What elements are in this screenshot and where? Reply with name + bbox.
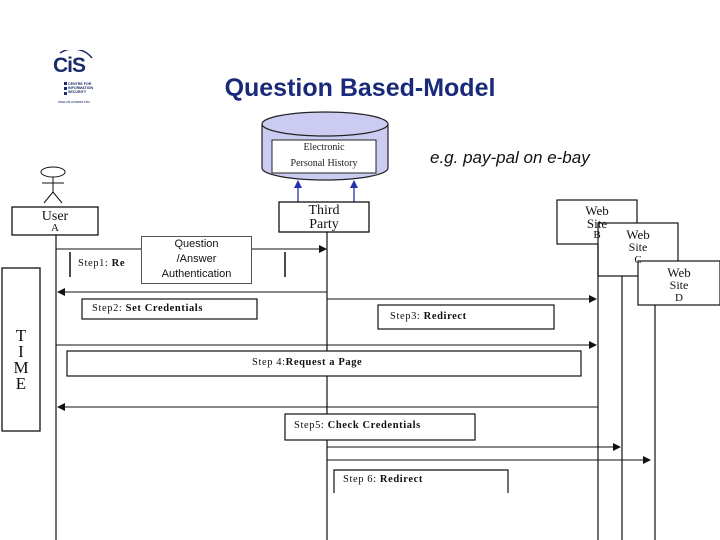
step2-box [81,298,258,320]
step5-label: Step5: Check Credentials [294,420,421,431]
step3-prefix: Step3: [390,311,424,322]
step4-label: Step 4:Request a Page [252,357,362,368]
web-site-b-label: Web Site B [557,204,637,241]
web-site-c-line1: Web [626,228,650,242]
time-letter-i: I [18,342,24,361]
logo-subtitle: CENTRE FOR INFORMATION SECURITY [68,82,94,95]
step1-box [69,252,286,277]
web-site-b-line2: Site [586,216,608,231]
qa-line3: Authentication [161,268,232,280]
web-site-c-label: Web Site C [598,228,678,274]
database-label-line2: Personal History [290,158,358,169]
time-letter-e: E [15,374,27,393]
step3-label: Step3: Redirect [390,311,467,322]
database-cylinder-icon [261,111,389,181]
time-axis-box [1,267,41,432]
step2-action: Set Credentials [125,303,204,314]
cis-logo: CiS CENTRE FOR INFORMATION SECURITY www.… [50,50,112,108]
third-party-label-line2: Party [309,217,339,232]
user-label: User A [12,210,98,234]
third-party-label: Third Party [279,204,369,232]
step1-label: Step1: Re [78,258,125,269]
step4-box [66,350,582,377]
user-label-line1: User [41,209,69,224]
step6-label: Step 6: Redirect [343,474,423,485]
step3-box [377,304,555,330]
slide-title: Question Based-Model [224,74,496,102]
web-site-b-line3: B [593,229,601,241]
step2-prefix: Step2: [92,303,126,314]
database-label: Electronic Personal History [272,140,376,172]
web-site-d-label: Web Site D [638,266,720,304]
web-site-d-box [637,260,720,306]
example-note: e.g. pay-pal on e-bay [430,148,590,167]
third-party-box-frame [278,201,370,233]
web-site-c-line2: Site [628,240,648,254]
step6-box [333,469,509,493]
step5-box [284,413,476,441]
logo-url: www.cis.umassd.edu [58,100,90,104]
web-site-b-line1: Web [585,203,609,218]
database-label-line1: Electronic [303,142,345,153]
step6-prefix: Step 6: [343,474,380,485]
logo-text: CiS [53,54,86,77]
step2-label: Step2: Set Credentials [92,303,203,314]
third-party-label-line1: Third [308,204,340,218]
step1-prefix: Step1: [78,258,112,269]
step4-action: Request a Page [285,357,363,368]
user-box [11,206,99,236]
logo-arc-icon [59,50,93,95]
web-site-d-line2: Site [669,278,689,292]
web-site-d-line3: D [675,292,683,304]
time-letter-t: T [15,326,27,345]
step4-prefix: Step 4: [252,357,286,368]
step1-action: Re [111,258,126,269]
step5-prefix: Step5: [294,420,328,431]
question-answer-box: Question /Answer Authentication [141,236,252,284]
time-letter-m: M [13,358,29,377]
qa-line2: /Answer [176,253,217,265]
user-stick-figure-icon [40,166,66,204]
step5-action: Check Credentials [327,420,421,431]
step3-action: Redirect [423,311,467,322]
web-site-c-line3: C [634,254,642,266]
step6-action: Redirect [379,474,423,485]
time-axis-label: T I M E [10,326,32,393]
user-label-line2: A [51,222,59,234]
web-site-d-line1: Web [667,265,691,280]
qa-line1: Question [174,238,219,250]
